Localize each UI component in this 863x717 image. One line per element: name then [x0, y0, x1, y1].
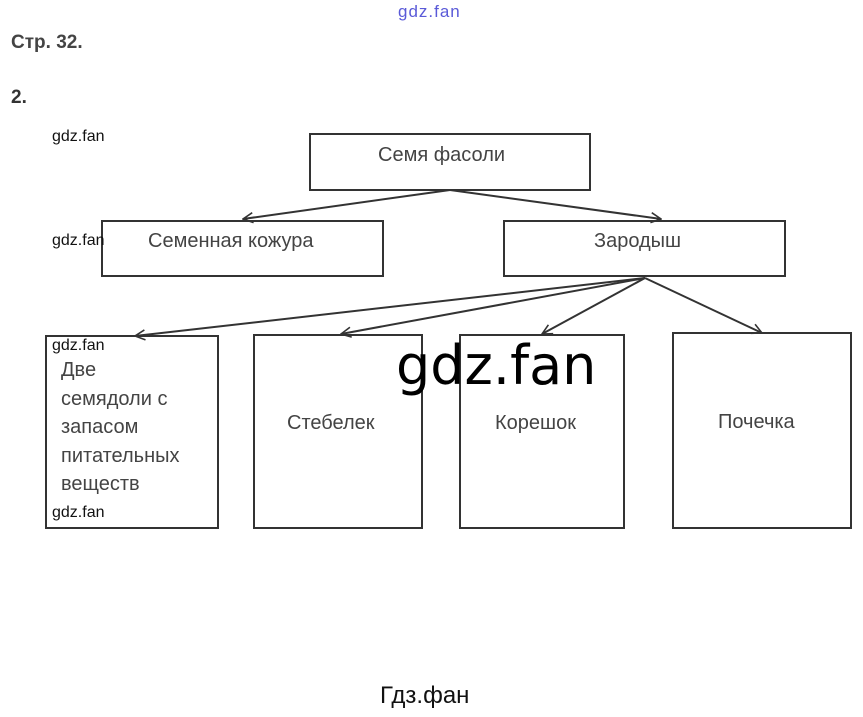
node-bud-label: Почечка — [718, 411, 795, 433]
node-seed-coat — [101, 220, 384, 277]
arrow-embryo-to-stem — [341, 277, 646, 334]
node-stem — [253, 334, 423, 529]
large-watermark: gdz.fan — [396, 334, 597, 397]
page-reference: Стр. 32. — [11, 32, 83, 53]
arrow-root-to-coat — [243, 189, 451, 219]
arrow-root-to-embryo — [449, 189, 661, 219]
node-seed-label: Семя фасоли — [378, 144, 506, 166]
watermark: gdz.fan — [52, 128, 105, 145]
arrow-embryo-to-root — [542, 277, 646, 335]
node-seed — [309, 133, 591, 191]
cotyledons-line: веществ — [61, 473, 140, 495]
arrow-embryo-to-cotyledons — [135, 277, 646, 336]
node-root — [459, 334, 625, 529]
cotyledons-line: запасом — [61, 416, 139, 438]
node-cotyledons-label: Две семядоли с запасом питательных вещес… — [61, 356, 180, 499]
watermark: gdz.fan — [52, 337, 105, 354]
watermark: gdz.fan — [52, 504, 105, 521]
cotyledons-line: Две — [61, 359, 97, 381]
node-stem-label: Стебелек — [287, 412, 375, 434]
node-bud — [672, 332, 852, 529]
top-watermark: gdz.fan — [398, 2, 461, 21]
cotyledons-line: семядоли с — [61, 387, 168, 410]
arrow-embryo-to-bud — [644, 277, 762, 333]
node-root-label: Корешок — [495, 412, 576, 434]
task-number: 2. — [11, 87, 27, 108]
footer-watermark: Гдз.фан — [380, 682, 470, 709]
node-seed-coat-label: Семенная кожура — [148, 230, 314, 252]
node-cotyledons — [45, 335, 219, 529]
watermark: gdz.fan — [52, 232, 105, 249]
node-embryo-label: Зародыш — [594, 230, 682, 252]
cotyledons-line: питательных — [61, 444, 180, 467]
node-embryo — [503, 220, 786, 277]
